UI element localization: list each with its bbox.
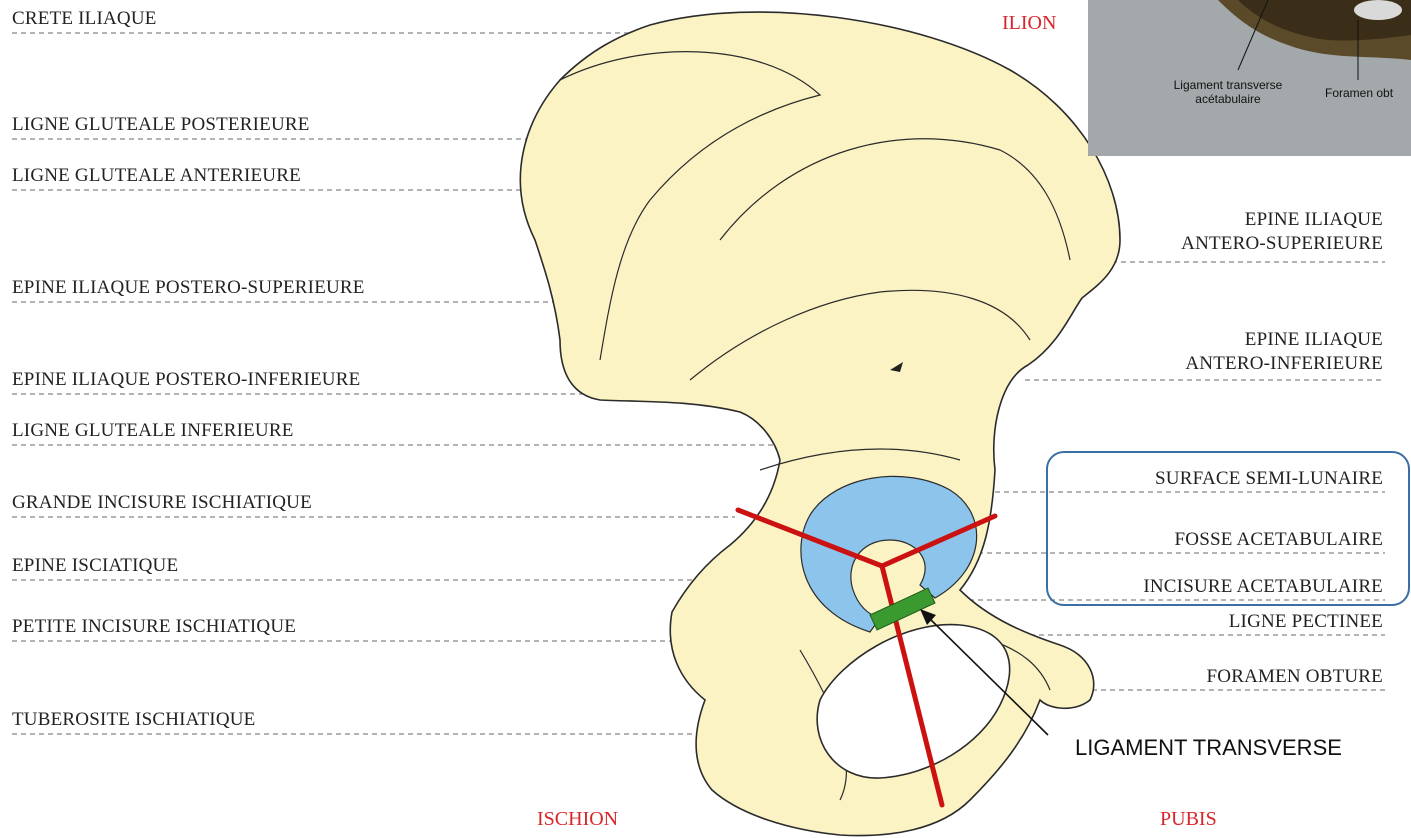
label-eias-line2: ANTERO-SUPERIEURE bbox=[1181, 232, 1383, 256]
inset-caption-ligament-line1: Ligament transverse bbox=[1158, 78, 1298, 92]
label-epine-iliaque-antero-superieure: EPINE ILIAQUE ANTERO-SUPERIEURE bbox=[1181, 208, 1383, 256]
label-epine-iliaque-antero-inferieure: EPINE ILIAQUE ANTERO-INFERIEURE bbox=[1185, 328, 1383, 376]
label-grande-incisure-ischiatique: GRANDE INCISURE ISCHIATIQUE bbox=[12, 492, 312, 514]
label-crete-iliaque: CRETE ILIAQUE bbox=[12, 8, 157, 30]
inset-caption-foramen: Foramen obt bbox=[1325, 86, 1393, 100]
label-surface-semi-lunaire: SURFACE SEMI-LUNAIRE bbox=[1155, 467, 1383, 491]
label-ligne-glutéale-inferieure: LIGNE GLUTEALE INFERIEURE bbox=[12, 420, 294, 442]
inset-photo: Ligament transverse acétabulaire Foramen… bbox=[1088, 0, 1411, 156]
label-eiai-line2: ANTERO-INFERIEURE bbox=[1185, 352, 1383, 376]
label-ligne-glutéale-anterieure: LIGNE GLUTEALE ANTERIEURE bbox=[12, 165, 301, 187]
label-incisure-acetabulaire: INCISURE ACETABULAIRE bbox=[1143, 575, 1383, 599]
label-ligne-glutéale-posterieure: LIGNE GLUTEALE POSTERIEURE bbox=[12, 114, 310, 136]
label-tuberosite-ischiatique: TUBEROSITE ISCHIATIQUE bbox=[12, 709, 255, 731]
label-foramen-obture: FORAMEN OBTURE bbox=[1207, 665, 1383, 689]
label-epine-iliaque-postero-inferieure: EPINE ILIAQUE POSTERO-INFERIEURE bbox=[12, 369, 360, 391]
label-epine-isciatique: EPINE ISCIATIQUE bbox=[12, 555, 178, 577]
inset-caption-ligament: Ligament transverse acétabulaire bbox=[1158, 78, 1298, 106]
inset-caption-ligament-line2: acétabulaire bbox=[1158, 92, 1298, 106]
callout-ligament-transverse: LIGAMENT TRANSVERSE bbox=[1075, 735, 1342, 761]
label-eiai-line1: EPINE ILIAQUE bbox=[1185, 328, 1383, 352]
label-ligne-pectinee: LIGNE PECTINEE bbox=[1229, 610, 1383, 634]
label-eias-line1: EPINE ILIAQUE bbox=[1181, 208, 1383, 232]
region-label-ilion: ILION bbox=[1002, 12, 1056, 35]
region-label-pubis: PUBIS bbox=[1160, 808, 1217, 831]
region-label-ischion: ISCHION bbox=[537, 808, 618, 831]
label-petite-incisure-ischiatique: PETITE INCISURE ISCHIATIQUE bbox=[12, 616, 296, 638]
label-epine-iliaque-postero-superieure: EPINE ILIAQUE POSTERO-SUPERIEURE bbox=[12, 277, 365, 299]
label-fosse-acetabulaire: FOSSE ACETABULAIRE bbox=[1175, 528, 1383, 552]
